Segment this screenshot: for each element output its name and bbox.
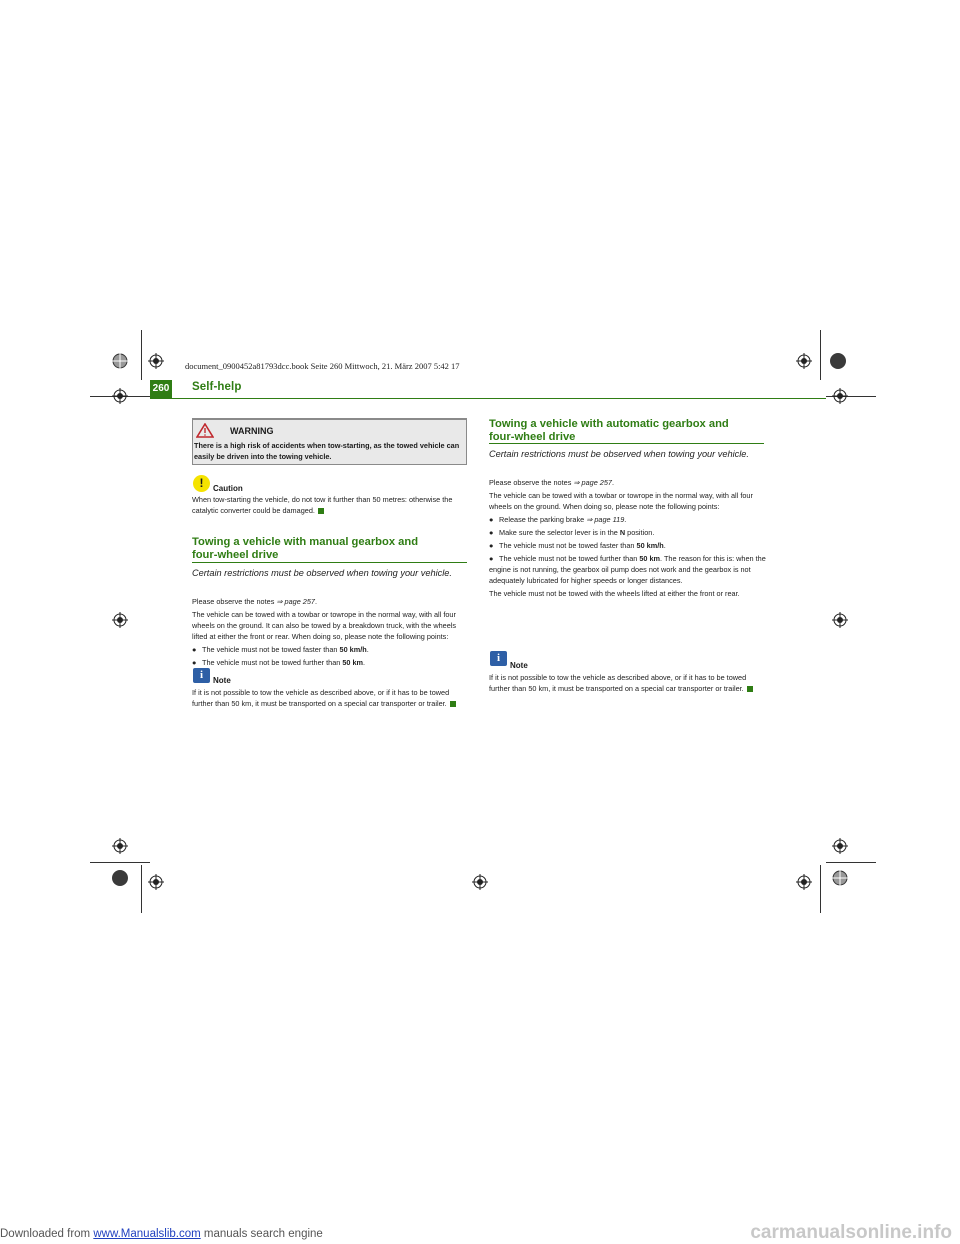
list-item: ●Release the parking brake ⇒ page 119.	[489, 515, 627, 524]
note-body: If it is not possible to tow the vehicle…	[489, 672, 769, 696]
registration-dot-icon	[830, 353, 846, 369]
registration-target-icon	[832, 870, 848, 886]
header-rule	[172, 398, 826, 399]
warning-title: WARNING	[230, 426, 274, 436]
info-icon: i	[193, 668, 210, 683]
section-title-automatic: Towing a vehicle with automatic gearbox …	[489, 418, 774, 443]
crop-mark	[820, 865, 821, 913]
warning-triangle-icon	[195, 422, 215, 443]
crop-mark	[826, 396, 876, 397]
registration-target-icon	[148, 874, 164, 890]
end-mark	[317, 508, 324, 515]
paragraph: The vehicle must not be towed with the w…	[489, 589, 740, 598]
end-mark	[746, 686, 753, 693]
intro-text: Please observe the notes	[192, 597, 277, 606]
page-reference-link[interactable]: ⇒ page 119	[586, 515, 625, 524]
crop-mark	[141, 330, 142, 380]
crop-mark	[820, 330, 821, 380]
section-subtitle: Certain restrictions must be observed wh…	[489, 449, 749, 459]
caution-text: When tow-starting the vehicle, do not to…	[192, 495, 453, 515]
warning-top-bar	[192, 418, 467, 420]
warning-text: There is a high risk of accidents when t…	[194, 441, 460, 461]
page-number-box	[150, 380, 172, 399]
note-title: Note	[510, 661, 528, 670]
crop-mark	[141, 865, 142, 913]
note-title: Note	[213, 676, 231, 685]
page-reference-link[interactable]: ⇒ page 257	[573, 478, 612, 487]
end-mark	[449, 701, 456, 708]
page-header-title: Self-help	[192, 381, 242, 393]
registration-target-icon	[112, 353, 128, 369]
list-item: ●The vehicle must not be towed faster th…	[489, 541, 666, 550]
registration-target-icon	[832, 838, 848, 854]
note-text: If it is not possible to tow the vehicle…	[192, 688, 450, 708]
list-item: ●The vehicle must not be towed further t…	[489, 554, 766, 585]
registration-target-icon	[112, 388, 128, 404]
section-title-manual: Towing a vehicle with manual gearbox and…	[192, 536, 472, 561]
watermark-text: carmanualsonline.info	[750, 1222, 952, 1243]
registration-target-icon	[832, 388, 848, 404]
page-reference-link[interactable]: ⇒ page 257	[276, 597, 315, 606]
section-title-line: four-wheel drive	[192, 548, 279, 561]
list-item: ●The vehicle must not be towed faster th…	[192, 645, 369, 654]
book-file-line: document_0900452a81793dcc.book Seite 260…	[185, 361, 460, 371]
note-body: If it is not possible to tow the vehicle…	[192, 687, 470, 711]
paragraph: The vehicle can be towed with a towbar o…	[489, 491, 753, 511]
registration-target-icon	[148, 353, 164, 369]
registration-target-icon	[832, 612, 848, 628]
caution-title: Caution	[213, 484, 243, 493]
footer-suffix: manuals search engine	[200, 1228, 323, 1240]
registration-dot-icon	[112, 870, 128, 886]
registration-target-icon	[112, 838, 128, 854]
section-rule	[489, 443, 764, 444]
section-title-line: Towing a vehicle with automatic gearbox …	[489, 418, 729, 430]
list-item: ●The vehicle must not be towed further t…	[192, 658, 366, 667]
crop-mark	[90, 862, 150, 863]
section-title-line: Towing a vehicle with manual gearbox and	[192, 536, 419, 548]
section-body-automatic: Please observe the notes ⇒ page 257. The…	[489, 477, 769, 601]
paragraph: The vehicle can be towed with a towbar o…	[192, 610, 457, 641]
page-number: 260	[152, 383, 170, 394]
crop-mark	[826, 862, 876, 863]
registration-target-icon	[112, 612, 128, 628]
caution-body: When tow-starting the vehicle, do not to…	[192, 494, 467, 518]
registration-target-icon	[796, 874, 812, 890]
section-body-manual: Please observe the notes ⇒ page 257. The…	[192, 596, 470, 670]
intro-text: Please observe the notes	[489, 478, 574, 487]
registration-target-icon	[472, 874, 488, 890]
section-title-line: four-wheel drive	[489, 430, 576, 443]
download-footer: Downloaded from www.Manualslib.com manua…	[0, 1228, 323, 1240]
section-rule	[192, 562, 467, 563]
section-subtitle: Certain restrictions must be observed wh…	[192, 568, 452, 578]
manualslib-link[interactable]: www.Manualslib.com	[93, 1228, 201, 1240]
list-item: ●Make sure the selector lever is in the …	[489, 528, 655, 537]
footer-prefix: Downloaded from	[0, 1228, 94, 1240]
info-icon: i	[490, 651, 507, 666]
warning-box	[192, 420, 467, 465]
note-text: If it is not possible to tow the vehicle…	[489, 673, 747, 693]
registration-target-icon	[796, 353, 812, 369]
caution-icon: !	[193, 475, 210, 492]
